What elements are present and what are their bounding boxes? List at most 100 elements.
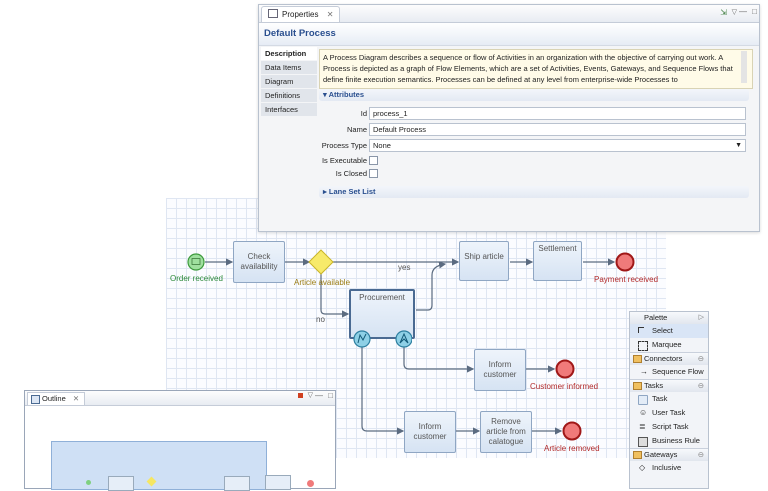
is-executable-checkbox[interactable] — [369, 156, 378, 165]
drawer-toggle-icon[interactable]: ⊖ — [697, 354, 704, 363]
task-inform2-label: Inform customer — [413, 422, 447, 441]
outline-view-icon — [31, 395, 40, 404]
task-settlement[interactable]: Settlement — [533, 241, 582, 281]
minimize-icon[interactable]: — — [739, 7, 747, 16]
arrow-icon — [638, 327, 644, 333]
start-event-icon[interactable] — [187, 253, 205, 271]
subprocess-procurement-label: Procurement — [359, 293, 405, 302]
palette-collapse-icon[interactable]: ▷ — [698, 314, 704, 321]
is-executable-label: Is Executable — [321, 156, 367, 165]
task-check-label: Check availability — [240, 252, 278, 271]
properties-panel: Properties ✕ ⇲ ▽ — □ Default Process Des… — [258, 4, 760, 232]
outline-mode-icon[interactable] — [298, 393, 303, 398]
view-menu-icon[interactable]: ▽ — [731, 9, 737, 16]
maximize-icon[interactable]: □ — [328, 391, 333, 400]
task-ship-article[interactable]: Ship article — [459, 241, 509, 281]
drawer-toggle-icon[interactable]: ⊖ — [697, 381, 704, 390]
palette-gateways-label: Gateways — [644, 450, 678, 459]
palette-business-rule-label: Business Rule — [652, 436, 700, 445]
end-event-removed-icon[interactable] — [562, 421, 582, 441]
name-label: Name — [346, 125, 367, 134]
palette-drawer-gateways[interactable]: Gateways ⊖ — [630, 448, 708, 461]
script-icon: ≣ — [639, 422, 646, 431]
is-closed-checkbox[interactable] — [369, 169, 378, 178]
attributes-section-header[interactable]: ▾ Attributes — [319, 89, 749, 101]
chevron-down-icon: ▾ — [323, 90, 327, 99]
pin-icon[interactable]: ⇲ — [720, 8, 727, 17]
name-field[interactable]: Default Process — [369, 123, 746, 136]
task-inform-customer-1[interactable]: Inform customer — [474, 349, 526, 391]
process-type-value: None — [373, 141, 391, 150]
label-article-removed: Article removed — [544, 444, 600, 453]
palette-sequence-flow-label: Sequence Flow — [652, 367, 704, 376]
side-tab-interfaces[interactable]: Interfaces — [261, 103, 317, 117]
palette-marquee-tool[interactable]: Marquee — [630, 338, 708, 352]
flow-timer-inform[interactable] — [403, 347, 475, 373]
properties-view-icon — [268, 9, 278, 18]
outline-mini-end — [307, 480, 314, 487]
side-tab-description[interactable]: Description — [261, 47, 317, 61]
boundary-events — [353, 330, 412, 348]
palette-connectors-label: Connectors — [644, 354, 683, 363]
description-scrollbar[interactable] — [741, 51, 747, 83]
drawer-toggle-icon[interactable]: ⊖ — [697, 450, 704, 459]
palette-select-tool[interactable]: Select — [630, 324, 708, 338]
view-menu-icon[interactable]: ▽ — [307, 392, 313, 399]
side-tab-diagram[interactable]: Diagram — [261, 75, 317, 89]
id-field[interactable]: process_1 — [369, 107, 746, 120]
minimize-icon[interactable]: — — [315, 391, 323, 400]
inclusive-gateway-icon: ◇ — [639, 463, 646, 472]
attributes-header-label: Attributes — [328, 90, 364, 99]
close-icon[interactable]: ✕ — [326, 10, 334, 19]
outline-mini-start — [86, 480, 91, 485]
exclusive-gateway-icon[interactable] — [308, 249, 334, 275]
label-order-received: Order received — [170, 274, 223, 283]
close-icon[interactable]: ✕ — [72, 394, 80, 403]
process-type-label: Process Type — [321, 141, 367, 150]
palette-drawer-connectors[interactable]: Connectors ⊖ — [630, 352, 708, 365]
user-icon: ☺ — [639, 408, 648, 417]
task-remove-article[interactable]: Remove article from calatogue — [480, 411, 532, 453]
task-ship-label: Ship article — [464, 252, 504, 261]
palette-user-task-tool[interactable]: ☺ User Task — [630, 406, 708, 420]
end-event-payment-icon[interactable] — [615, 252, 635, 272]
palette-marquee-label: Marquee — [652, 340, 682, 349]
side-tab-definitions[interactable]: Definitions — [261, 89, 317, 103]
outline-mini-gateway — [146, 476, 157, 487]
palette-business-rule-tool[interactable]: Business Rule — [630, 434, 708, 448]
properties-tab-label: Properties — [282, 10, 319, 19]
outline-mini-task — [224, 476, 250, 491]
outline-mini-task — [108, 476, 134, 491]
palette-header[interactable]: Palette ▷ — [630, 312, 708, 324]
task-inform-customer-2[interactable]: Inform customer — [404, 411, 456, 453]
process-type-select[interactable]: None ▼ — [369, 139, 746, 152]
is-closed-label: Is Closed — [335, 169, 367, 178]
palette-inclusive-tool[interactable]: ◇ Inclusive — [630, 461, 708, 475]
palette-task-tool[interactable]: Task — [630, 392, 708, 406]
palette-sequence-flow-tool[interactable]: → Sequence Flow — [630, 365, 708, 379]
outline-tabbar: Outline ✕ ▽ — □ — [25, 391, 335, 406]
flow-gateway-procurement[interactable] — [320, 274, 350, 318]
marquee-icon — [638, 341, 648, 351]
description-text[interactable]: A Process Diagram describes a sequence o… — [319, 49, 753, 89]
flow-error-inform[interactable] — [361, 347, 405, 435]
properties-side-tabs: Description Data Items Diagram Definitio… — [261, 47, 317, 117]
palette-drawer-tasks[interactable]: Tasks ⊖ — [630, 379, 708, 392]
palette-script-task-tool[interactable]: ≣ Script Task — [630, 420, 708, 434]
outline-tab[interactable]: Outline ✕ — [27, 392, 86, 405]
label-no: no — [316, 315, 325, 324]
flow-procurement-ship[interactable] — [416, 261, 447, 311]
folder-icon — [633, 451, 642, 459]
label-customer-informed: Customer informed — [530, 382, 599, 391]
lane-set-section-header[interactable]: ▸ Lane Set List — [319, 186, 749, 198]
outline-viewport-thumbnail[interactable] — [51, 441, 267, 491]
maximize-icon[interactable]: □ — [752, 7, 757, 16]
palette-panel: Palette ▷ Select Marquee Connectors ⊖ → … — [629, 311, 709, 489]
side-tab-data-items[interactable]: Data Items — [261, 61, 317, 75]
label-payment-received: Payment received — [594, 275, 659, 284]
end-event-informed-icon[interactable] — [555, 359, 575, 379]
properties-tab[interactable]: Properties ✕ — [261, 6, 341, 22]
palette-title: Palette — [644, 313, 668, 322]
task-check-availability[interactable]: Check availability — [233, 241, 285, 283]
